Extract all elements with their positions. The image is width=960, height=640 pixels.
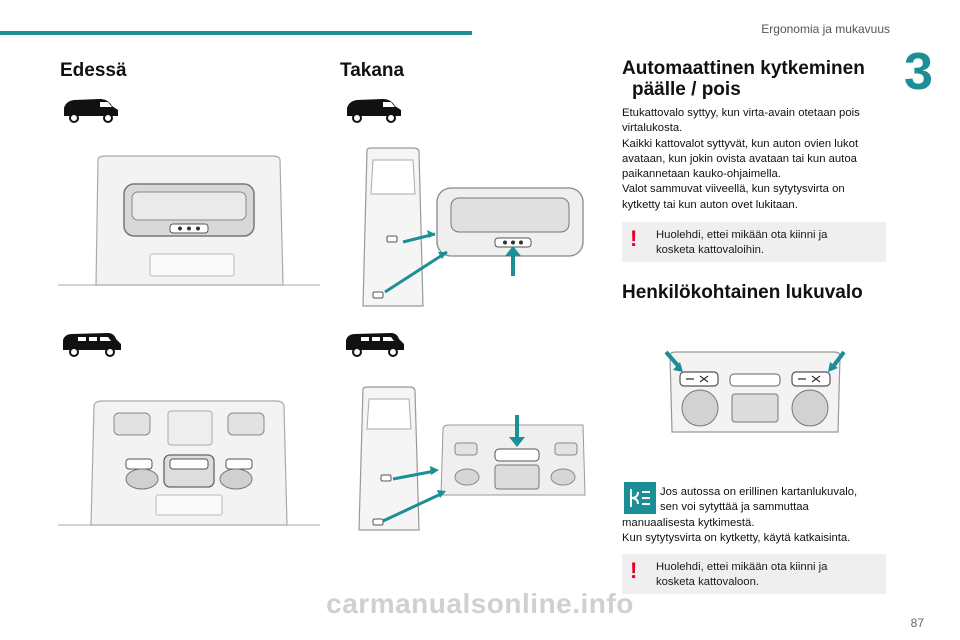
- text-line: paikannetaan kauko-ohjaimella.: [622, 168, 781, 181]
- auto-switch-paragraph: Etukattovalo syttyy, kun virta-avain ote…: [622, 106, 892, 213]
- reading-light-heading: Henkilökohtainen lukuvalo: [622, 282, 863, 303]
- minibus-front-ceiling-illustration: [58, 400, 320, 526]
- van-icon: [64, 99, 118, 123]
- auto-switch-heading-line1: Automaattinen kytkeminen: [622, 58, 865, 79]
- text-line: Etukattovalo syttyy, kun virta-avain ote…: [622, 107, 860, 119]
- minibus-rear-light-illustration: [358, 386, 586, 531]
- watermark: carmanualsonline.info: [326, 588, 634, 619]
- text-line: manuaalisesta kytkimestä.: [622, 516, 755, 529]
- text-line: Valot sammuvat viiveellä, kun sytytysvir…: [622, 183, 845, 196]
- text-line: Kun sytytysvirta on kytketty, käytä katk…: [622, 531, 851, 544]
- van-rear-light-illustration: [362, 147, 584, 307]
- text-line: avataan, kun jokin ovista avataan tai ku…: [622, 152, 857, 165]
- text-line: kosketa kattovaloihin.: [656, 244, 765, 257]
- minibus-icon: [63, 333, 121, 357]
- front-heading: Edessä: [60, 60, 127, 81]
- text-line: kytketty tai kun auton ovet lukitaan.: [622, 198, 798, 211]
- text-line: Kaikki kattovalot syttyvät, kun auton ov…: [622, 137, 859, 150]
- warning-note-text: Huolehdi, ettei mikään ota kiinni ja kos…: [656, 560, 878, 591]
- front-ceiling-light-illustration: [58, 155, 320, 286]
- warning-icon: !: [630, 558, 638, 583]
- warning-note: ! Huolehdi, ettei mikään ota kiinni ja k…: [622, 222, 886, 262]
- text-line: Huolehdi, ettei mikään ota kiinni ja: [656, 229, 828, 241]
- warning-icon: !: [630, 226, 638, 251]
- chapter-number: 3: [904, 43, 933, 101]
- chapter-title: Ergonomia ja mukavuus: [761, 22, 890, 36]
- text-line: kosketa kattovaloon.: [656, 576, 759, 589]
- text-line: sen voi sytyttää ja sammuttaa: [660, 501, 809, 514]
- auto-switch-heading-line2: päälle / pois: [632, 79, 741, 100]
- text-line: Huolehdi, ettei mikään ota kiinni ja: [656, 561, 828, 573]
- chapter-accent-bar: [0, 31, 472, 35]
- minibus-icon: [346, 333, 404, 357]
- reading-light-illustration: [664, 350, 846, 433]
- auto-switch-heading: Automaattinen kytkeminen päälle / pois: [622, 58, 865, 100]
- warning-note-text: Huolehdi, ettei mikään ota kiinni ja kos…: [656, 228, 878, 259]
- info-paragraph: Jos autossa on erillinen kartanlukuvalo,…: [622, 485, 892, 546]
- warning-note: ! Huolehdi, ettei mikään ota kiinni ja k…: [622, 554, 886, 594]
- text-line: Jos autossa on erillinen kartanlukuvalo,: [660, 486, 858, 498]
- page-number: 87: [910, 616, 924, 630]
- info-icon: [624, 482, 656, 514]
- rear-heading: Takana: [340, 60, 405, 81]
- van-icon: [347, 99, 401, 123]
- text-line: virtalukosta.: [622, 122, 683, 135]
